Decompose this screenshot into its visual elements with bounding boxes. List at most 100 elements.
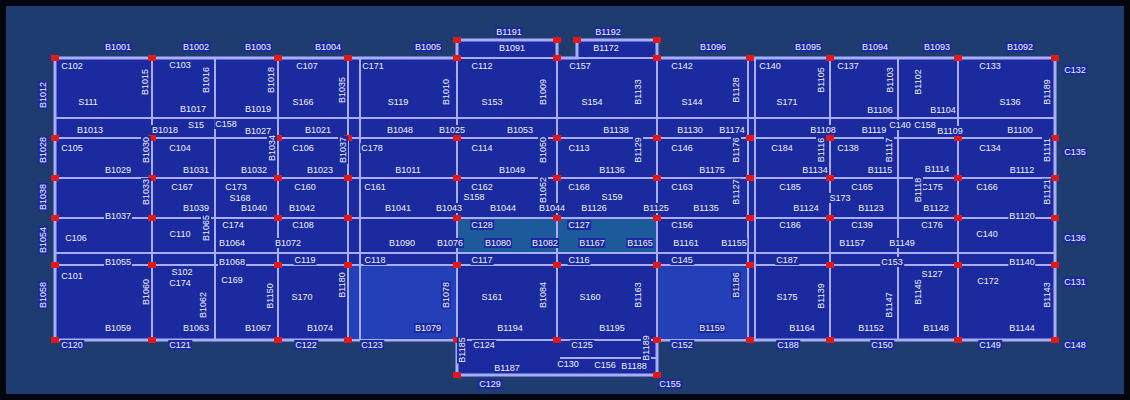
grid-label: C134 [978, 143, 1002, 153]
grid-label: B1044 [489, 203, 517, 213]
slab-bay [348, 265, 457, 340]
grid-label: B1125 [642, 203, 669, 213]
grid-label: C146 [670, 143, 694, 153]
grid-label: C140 [975, 229, 999, 239]
grid-label: B1123 [857, 203, 884, 213]
grid-label: B1084 [538, 281, 548, 309]
grid-label: C119 [294, 255, 317, 265]
grid-label: B1003 [244, 42, 272, 52]
grid-label: B1037 [338, 136, 348, 164]
grid-label: C132 [1063, 65, 1087, 75]
grid-label: B1150 [265, 282, 275, 309]
column-mark [826, 55, 834, 61]
column-mark [344, 55, 352, 61]
grid-label: B1133 [633, 78, 643, 105]
grid-label: B1028 [38, 136, 48, 164]
grid-label: C157 [568, 61, 592, 71]
grid-label: C169 [220, 275, 244, 285]
grid-label: B1065 [201, 214, 211, 242]
grid-label: B1090 [388, 238, 416, 248]
grid-label: B1165 [626, 238, 653, 248]
column-mark [653, 55, 661, 61]
grid-label: B1172 [592, 43, 619, 53]
grid-label: C106 [64, 233, 88, 243]
grid-label: C158 [214, 119, 238, 129]
column-mark [653, 337, 661, 343]
grid-label: B1039 [182, 203, 210, 213]
grid-label: B1119 [861, 125, 888, 135]
column-mark [274, 262, 282, 268]
grid-label: B1096 [699, 42, 727, 52]
grid-label: C130 [556, 359, 580, 369]
grid-label: S144 [680, 97, 703, 107]
grid-label: C105 [60, 143, 84, 153]
grid-label: B1017 [179, 104, 207, 114]
column-mark [553, 135, 561, 141]
grid-label: S171 [775, 97, 798, 107]
grid-label: C167 [170, 182, 194, 192]
grid-label: B1048 [386, 125, 414, 135]
grid-label: B1034 [267, 134, 277, 162]
grid-label: C161 [363, 182, 387, 192]
column-mark [148, 215, 156, 221]
grid-label: S119 [387, 97, 409, 107]
grid-label: C127 [567, 220, 591, 230]
grid-label: B1094 [861, 42, 889, 52]
column-mark [453, 55, 461, 61]
grid-label: S153 [480, 97, 503, 107]
grid-label: B1093 [923, 42, 951, 52]
grid-label: C162 [470, 182, 494, 192]
grid-label: B1044 [538, 203, 566, 213]
grid-label: B1126 [580, 203, 607, 213]
column-mark [453, 175, 461, 181]
column-mark [1051, 215, 1059, 221]
grid-label: C117 [471, 255, 494, 265]
grid-label: B1038 [38, 183, 48, 211]
grid-label: B1021 [304, 125, 332, 135]
column-mark [274, 175, 282, 181]
grid-label: B1029 [104, 165, 132, 175]
grid-label: C113 [568, 143, 591, 153]
column-mark [746, 215, 754, 221]
column-mark [51, 337, 59, 343]
grid-label: C168 [567, 182, 591, 192]
column-mark [954, 55, 962, 61]
grid-label: B1092 [1006, 42, 1034, 52]
grid-label: B1121 [1042, 178, 1052, 205]
grid-label: B1114 [924, 164, 951, 174]
column-mark [148, 337, 156, 343]
column-mark [453, 135, 461, 141]
grid-label: C118 [364, 255, 387, 265]
grid-label: C166 [975, 182, 999, 192]
grid-label: B1063 [182, 323, 210, 333]
column-mark [148, 262, 156, 268]
grid-label: B1082 [531, 238, 559, 248]
beam-line [55, 252, 1055, 254]
grid-label: S160 [578, 292, 601, 302]
grid-label: C122 [294, 340, 318, 350]
grid-label: C152 [670, 340, 694, 350]
grid-label: B1186 [731, 271, 741, 298]
grid-label: C123 [360, 340, 384, 350]
grid-label: C153 [880, 257, 904, 267]
grid-label: B1072 [274, 238, 302, 248]
grid-label: C101 [60, 271, 84, 281]
grid-label: B1134 [801, 165, 828, 175]
column-mark [826, 135, 834, 141]
grid-label: B1031 [182, 165, 210, 175]
grid-label: C128 [470, 220, 494, 230]
grid-label: C188 [776, 340, 800, 350]
column-mark [453, 215, 461, 221]
grid-label: C145 [670, 255, 694, 265]
beam-line [1054, 58, 1056, 340]
grid-label: B1175 [698, 165, 725, 175]
grid-label: B1080 [484, 238, 512, 248]
grid-label: B1018 [151, 125, 179, 135]
grid-label: B1192 [594, 27, 621, 37]
grid-label: C150 [870, 340, 894, 350]
grid-label: C135 [1063, 147, 1087, 157]
beam-line [214, 58, 216, 340]
grid-label: B1037 [104, 211, 132, 221]
grid-label: C173 [224, 182, 248, 192]
grid-label: B1149 [888, 238, 915, 248]
